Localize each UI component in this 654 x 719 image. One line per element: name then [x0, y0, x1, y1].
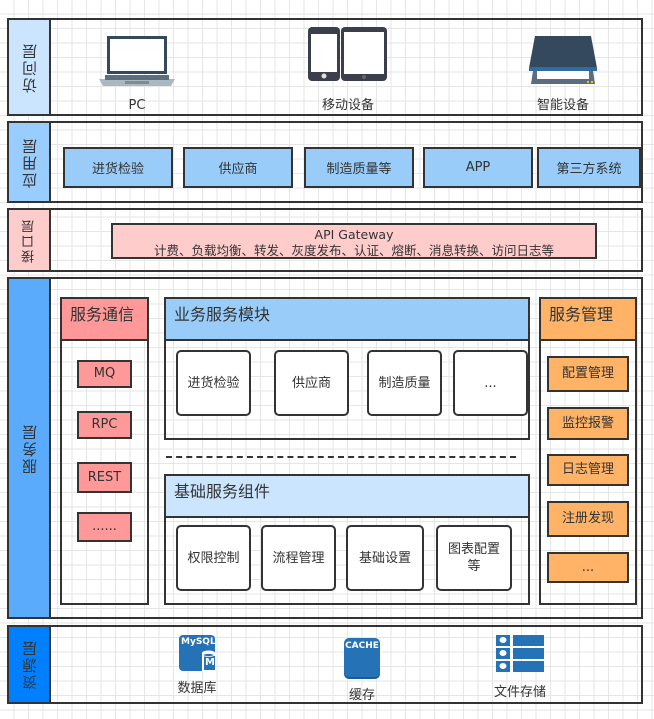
device-mobile-label: 移动设备	[321, 98, 374, 113]
app-item-supplier[interactable]: 供应商	[183, 147, 293, 188]
interface-layer: 接口层 API Gateway 计费、负载均衡、转发、灰度发布、认证、熔断、消息…	[7, 208, 643, 272]
service-layer-title: 服务层	[20, 422, 39, 474]
cache-badge: CACHE	[345, 641, 379, 651]
comm-item-rest-label: REST	[87, 469, 122, 485]
business-item-supplier[interactable]: 供应商	[274, 350, 349, 416]
resource-cache: CACHE 缓存	[331, 638, 401, 704]
app-item-app[interactable]: APP	[423, 147, 533, 188]
service-communication-title: 服务通信	[62, 299, 147, 341]
device-pc: PC	[97, 34, 177, 114]
service-layer-label: 服务层	[9, 279, 51, 617]
comm-item-rpc[interactable]: RPC	[77, 411, 132, 439]
business-item-incoming-inspection[interactable]: 进货检验	[176, 350, 251, 416]
foundation-item-basic-settings[interactable]: 基础设置	[346, 525, 424, 591]
resource-layer-title: 资源层	[20, 639, 39, 690]
laptop-icon	[99, 36, 175, 86]
device-smart: 智能设备	[521, 34, 605, 116]
resource-layer-label: 资源层	[9, 627, 51, 702]
foundation-item-workflow[interactable]: 流程管理	[261, 525, 336, 591]
device-mobile: 移动设备	[307, 25, 389, 115]
mysql-sub-badge: M	[205, 657, 215, 668]
resource-database: MySQL M 数据库	[164, 635, 234, 701]
resource-cache-label: 缓存	[348, 688, 375, 703]
service-layer: 服务层 服务通信 MQ RPC REST ...... 业务服务模块 进货检验 …	[7, 277, 643, 619]
access-layer: 访问层 PC 移动设备	[7, 18, 643, 116]
mgmt-item-config[interactable]: 配置管理	[547, 356, 629, 392]
app-item-third-party[interactable]: 第三方系统	[537, 147, 641, 188]
scanner-icon	[529, 36, 597, 84]
foundation-item-permission[interactable]: 权限控制	[176, 525, 251, 591]
mgmt-item-more[interactable]: ...	[547, 552, 629, 583]
resource-file-storage-label: 文件存储	[493, 685, 546, 700]
api-gateway-features: 计费、负载均衡、转发、灰度发布、认证、熔断、消息转换、访问日志等	[153, 243, 554, 258]
resource-database-label: 数据库	[177, 681, 217, 696]
app-item-incoming-inspection[interactable]: 进货检验	[63, 147, 173, 188]
application-layer: 应用层 进货检验 供应商 制造质量等 APP 第三方系统	[7, 121, 643, 203]
service-communication-panel: 服务通信 MQ RPC REST ......	[60, 297, 149, 605]
comm-item-mq[interactable]: MQ	[77, 360, 132, 388]
application-layer-label: 应用层	[9, 123, 51, 201]
comm-item-more[interactable]: ......	[77, 512, 132, 542]
business-module-panel: 业务服务模块 进货检验 供应商 制造质量 ...	[164, 297, 530, 440]
service-management-panel: 服务管理 配置管理 监控报警 日志管理 注册发现 ...	[539, 297, 637, 605]
business-item-manufacturing-quality[interactable]: 制造质量	[367, 350, 442, 416]
business-item-more[interactable]: ...	[453, 350, 528, 416]
service-management-title: 服务管理	[541, 299, 635, 341]
app-item-manufacturing-quality[interactable]: 制造质量等	[304, 147, 414, 188]
foundation-component-title: 基础服务组件	[166, 476, 528, 518]
cache-icon: CACHE	[344, 638, 380, 677]
module-divider	[166, 456, 516, 458]
interface-layer-title: 接口层	[21, 217, 37, 263]
access-layer-label: 访问层	[9, 20, 51, 114]
comm-item-rest[interactable]: REST	[77, 462, 132, 493]
device-pc-label: PC	[128, 98, 146, 113]
interface-layer-label: 接口层	[9, 210, 51, 270]
mysql-badge: MySQL	[181, 637, 216, 647]
resource-file-storage: 文件存储	[484, 635, 556, 701]
device-smart-label: 智能设备	[536, 98, 589, 113]
file-storage-icon	[496, 635, 544, 672]
mobile-tablet-icon	[308, 27, 387, 81]
resource-layer: 资源层 MySQL M 数据库 CACHE 缓存	[7, 625, 643, 704]
mysql-database-icon: MySQL M	[179, 635, 216, 671]
business-module-title: 业务服务模块	[166, 299, 528, 341]
foundation-item-chart-config[interactable]: 图表配置等	[436, 525, 512, 591]
mgmt-item-logging[interactable]: 日志管理	[547, 454, 629, 486]
api-gateway-title: API Gateway	[314, 227, 394, 242]
mgmt-item-registry[interactable]: 注册发现	[547, 501, 629, 537]
foundation-component-panel: 基础服务组件 权限控制 流程管理 基础设置 图表配置等	[164, 474, 530, 605]
access-layer-title: 访问层	[20, 41, 39, 93]
mgmt-item-monitoring[interactable]: 监控报警	[547, 407, 629, 440]
application-layer-title: 应用层	[20, 136, 39, 188]
api-gateway: API Gateway 计费、负载均衡、转发、灰度发布、认证、熔断、消息转换、访…	[111, 223, 597, 259]
